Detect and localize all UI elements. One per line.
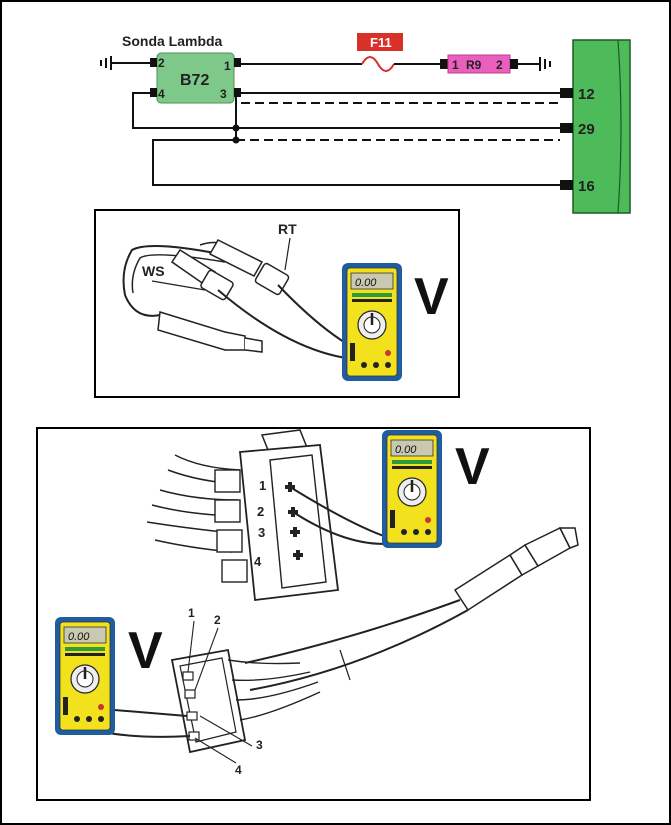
sensor-id: B72 — [180, 72, 209, 89]
meter-display: 0.00 — [355, 277, 377, 289]
lambda-sensor-box — [156, 52, 235, 104]
ecu-conn-pin-4: 4 — [254, 554, 262, 569]
meter-display: 0.00 — [395, 444, 417, 456]
connector-ws — [170, 248, 234, 301]
resistor-pin-left: 1 — [452, 58, 459, 72]
fuse-symbol — [361, 56, 395, 72]
lambda-sensor-drawing — [157, 311, 263, 353]
sensor-pin-1: 1 — [224, 59, 231, 73]
voltage-symbol: V — [455, 438, 490, 496]
resistor-pin-right: 2 — [496, 58, 503, 72]
sensor-label: Sonda Lambda — [122, 33, 223, 49]
sensor-conn-pin-4: 4 — [235, 763, 242, 777]
ecu-pin-12: 12 — [578, 86, 595, 103]
sensor-pin-2: 2 — [158, 56, 165, 70]
label-ws: WS — [142, 263, 165, 279]
sensor-pin-3: 3 — [220, 87, 227, 101]
ground-symbol-right — [539, 57, 551, 71]
ecu-pin-16: 16 — [578, 178, 595, 195]
ecu-side-connector — [214, 429, 340, 602]
ecu-connector-block — [572, 39, 631, 214]
panel-connector-measurement: 1 2 3 4 0.00 V — [36, 427, 591, 801]
sensor-conn-pin-3: 3 — [256, 738, 263, 752]
wiring-schematic: B72 Sonda Lambda 2 4 1 3 F11 1 R9 2 — [100, 33, 631, 214]
resistor-label: R9 — [466, 58, 482, 72]
sensor-pin-4: 4 — [158, 87, 165, 101]
sensor-conn-pin-2: 2 — [214, 613, 221, 627]
label-rt: RT — [278, 221, 297, 237]
meter-display: 0.00 — [68, 631, 90, 643]
ecu-pin-29: 29 — [578, 121, 595, 138]
lambda-sensor-drawing — [453, 527, 579, 612]
sensor-conn-pin-1: 1 — [188, 606, 195, 620]
ecu-conn-pin-1: 1 — [259, 478, 266, 493]
fuse-tag — [357, 33, 403, 51]
ecu-conn-pin-3: 3 — [258, 525, 265, 540]
ecu-conn-pin-2: 2 — [257, 504, 264, 519]
multimeter-1: 0.00 — [340, 261, 404, 383]
sensor-side-connector — [170, 648, 321, 754]
multimeter-2: 0.00 — [380, 428, 444, 550]
ground-symbol-left — [100, 56, 112, 70]
voltage-symbol: V — [414, 268, 449, 326]
voltage-symbol: V — [128, 622, 163, 680]
panel-sensor-measurement: RT WS 0.00 V — [94, 209, 460, 398]
fuse-label: F11 — [370, 35, 392, 50]
multimeter-3: 0.00 — [53, 615, 117, 737]
